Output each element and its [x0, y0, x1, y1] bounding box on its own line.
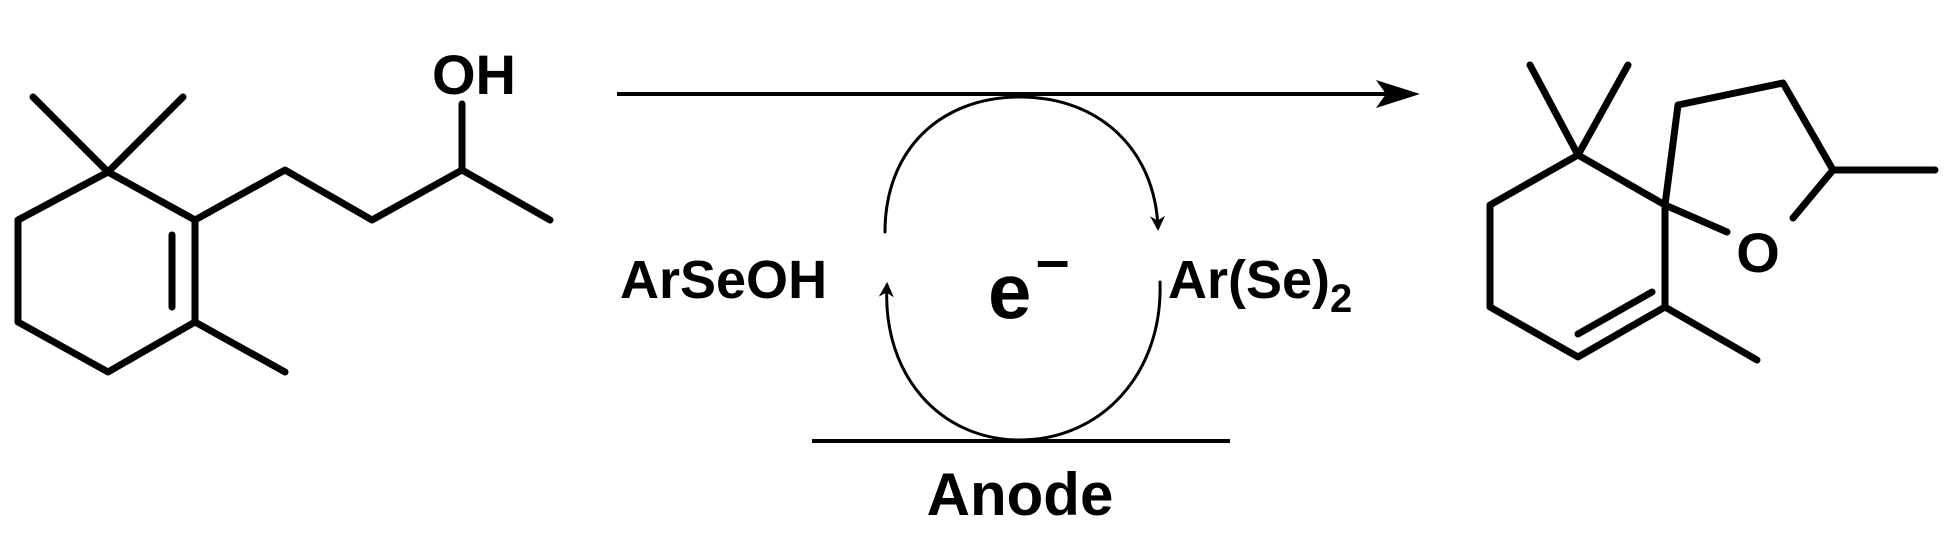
- reactant-hydroxyl-label: OH: [432, 43, 516, 106]
- cycle-right-species: Ar(Se)2: [1168, 250, 1352, 321]
- cycle-right-species-subscript: 2: [1330, 277, 1352, 321]
- product-thf-c-o-bond: [1661, 201, 1731, 236]
- anode-label: Anode: [927, 461, 1114, 528]
- reaction-arrow: [617, 80, 1420, 108]
- product-ring-bonds: [1486, 151, 1669, 361]
- reactant-gem-methyl-1: [29, 93, 112, 176]
- cycle-top-arc: [883, 95, 1166, 234]
- reactant-side-chain: [191, 166, 554, 224]
- product-ring-double-bond: [1574, 288, 1656, 338]
- product-molecule: O: [1486, 61, 1939, 364]
- reactant-ring-methyl: [191, 318, 289, 376]
- reaction-arrow-head: [1376, 80, 1420, 108]
- cycle-right-species-main: Ar(Se): [1168, 250, 1330, 310]
- reactant-gem-methyl-2: [104, 93, 187, 176]
- product-ring-oxygen-label: O: [1736, 221, 1780, 284]
- cycle-electron: e: [988, 247, 1031, 335]
- product-thf-ring-bonds: [1661, 79, 1837, 222]
- reactant-ring-bonds: [14, 168, 199, 376]
- product-gem-methyl-2: [1574, 61, 1632, 159]
- cycle-left-species: ArSeOH: [620, 250, 827, 310]
- product-ring-methyl: [1661, 303, 1761, 364]
- catalytic-cycle: ArSeOH Ar(Se)2 e – Anode: [620, 95, 1352, 528]
- product-gem-methyl-1: [1526, 61, 1582, 159]
- cycle-electron-charge: –: [1036, 226, 1069, 293]
- reactant-molecule: OH: [14, 43, 554, 376]
